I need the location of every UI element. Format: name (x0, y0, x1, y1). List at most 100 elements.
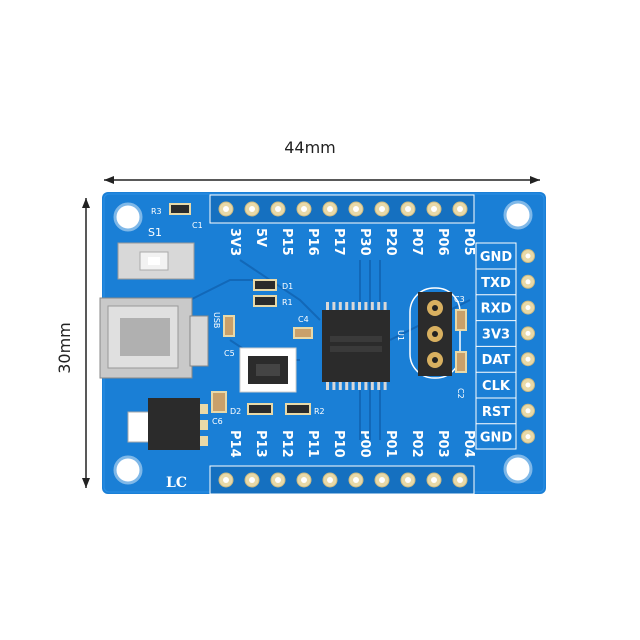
label-r3: R3 (151, 207, 162, 216)
jumper-block (239, 347, 297, 393)
label-lc: LC (166, 475, 187, 491)
top-pin-label: P15 (279, 228, 294, 256)
top-pin-label: P05 (461, 228, 476, 256)
pin-hole (327, 206, 333, 212)
right-pin-label: RST (482, 405, 510, 420)
pin-hole (353, 477, 359, 483)
pin-hole (431, 206, 437, 212)
pin-hole (525, 253, 531, 259)
top-pin-label: 3V3 (227, 228, 242, 256)
pin-hole (525, 408, 531, 414)
pin-hole (301, 477, 307, 483)
pin-hole (249, 477, 255, 483)
ic-pin (377, 381, 381, 390)
label-r2: R2 (314, 407, 325, 416)
height-dimension: 30mm (55, 198, 90, 488)
pin-hole (525, 382, 531, 388)
label-usb: USB (212, 312, 221, 328)
label-s1: S1 (148, 226, 162, 239)
ic-pin (345, 381, 349, 390)
r1-resistor: R1 (253, 295, 293, 307)
c4-capacitor: C4 (293, 315, 313, 339)
pin-hole (223, 206, 229, 212)
pin-hole (353, 206, 359, 212)
mounting-holes (113, 200, 533, 485)
pin-hole (431, 477, 437, 483)
top-pin-label: P06 (435, 228, 450, 256)
r3-resistor: R3 C1 (151, 203, 203, 230)
ic-pin (364, 381, 368, 390)
bottom-pin-label: P01 (383, 430, 398, 458)
c3-capacitor: C3 (454, 295, 467, 331)
ic-pin (351, 381, 355, 390)
ic-pin (351, 302, 355, 311)
ic-pin (370, 302, 374, 311)
label-d1: D1 (282, 282, 293, 291)
top-pin-label: P30 (357, 228, 372, 256)
d1-led: D1 (253, 279, 293, 291)
main-ic: U1 (322, 302, 405, 390)
pin-hole (525, 356, 531, 362)
label-c4: C4 (298, 315, 309, 324)
ic-pin (358, 381, 361, 390)
ic-pin (383, 381, 387, 390)
r2-resistor: R2 (285, 403, 325, 416)
ic-pin (364, 302, 368, 311)
voltage-regulator (127, 398, 208, 450)
label-d2: D2 (230, 407, 241, 416)
ic-pin (326, 381, 329, 390)
width-label: 44mm (284, 138, 336, 157)
label-c3: C3 (454, 295, 465, 304)
pin-hole (525, 279, 531, 285)
pin-hole (457, 206, 463, 212)
ic-pin (377, 302, 381, 311)
pin-hole (405, 206, 411, 212)
bottom-pin-label: P03 (435, 430, 450, 458)
pin-hole (275, 477, 281, 483)
ic-pin (358, 302, 361, 311)
ic-pin (326, 302, 329, 311)
label-r1: R1 (282, 298, 293, 307)
pin-hole (379, 477, 385, 483)
pin-hole (405, 477, 411, 483)
pin-hole (525, 305, 531, 311)
bottom-pin-label: P11 (305, 430, 320, 458)
right-pin-label: GND (480, 431, 513, 446)
right-pin-label: GND (480, 250, 513, 265)
pin-hole (379, 206, 385, 212)
d2-led: D2 (230, 403, 273, 416)
pin-hole (223, 477, 229, 483)
label-c1: C1 (192, 221, 203, 230)
pin-hole (275, 206, 281, 212)
ic-pin (338, 381, 342, 390)
label-u1: U1 (396, 330, 405, 341)
right-pin-label: CLK (482, 379, 511, 394)
ic-pin (332, 302, 336, 311)
top-pin-label: P17 (331, 228, 346, 256)
height-label: 30mm (55, 322, 74, 374)
pin-hole (457, 477, 463, 483)
top-pin-label: P20 (383, 228, 398, 256)
bottom-pin-label: P04 (461, 430, 476, 458)
mini-usb-connector: USB (99, 297, 221, 379)
ic-pin (370, 381, 374, 390)
pin-hole (249, 206, 255, 212)
bottom-pin-label: P14 (227, 430, 242, 458)
bottom-pin-label: P13 (253, 430, 268, 458)
label-c6: C6 (212, 417, 223, 426)
ic-pin (383, 302, 387, 311)
top-pin-label: 5V (253, 228, 268, 247)
ic-pin (338, 302, 342, 311)
c5-capacitor: C5 (223, 315, 235, 358)
right-pin-label: 3V3 (482, 327, 510, 342)
pin-hole (525, 330, 531, 336)
ic-pin (332, 381, 336, 390)
label-c5: C5 (224, 349, 235, 358)
bottom-pin-label: P12 (279, 430, 294, 458)
pin-hole (301, 206, 307, 212)
right-pin-label: RXD (481, 302, 512, 317)
c2-capacitor: C2 (455, 351, 467, 399)
